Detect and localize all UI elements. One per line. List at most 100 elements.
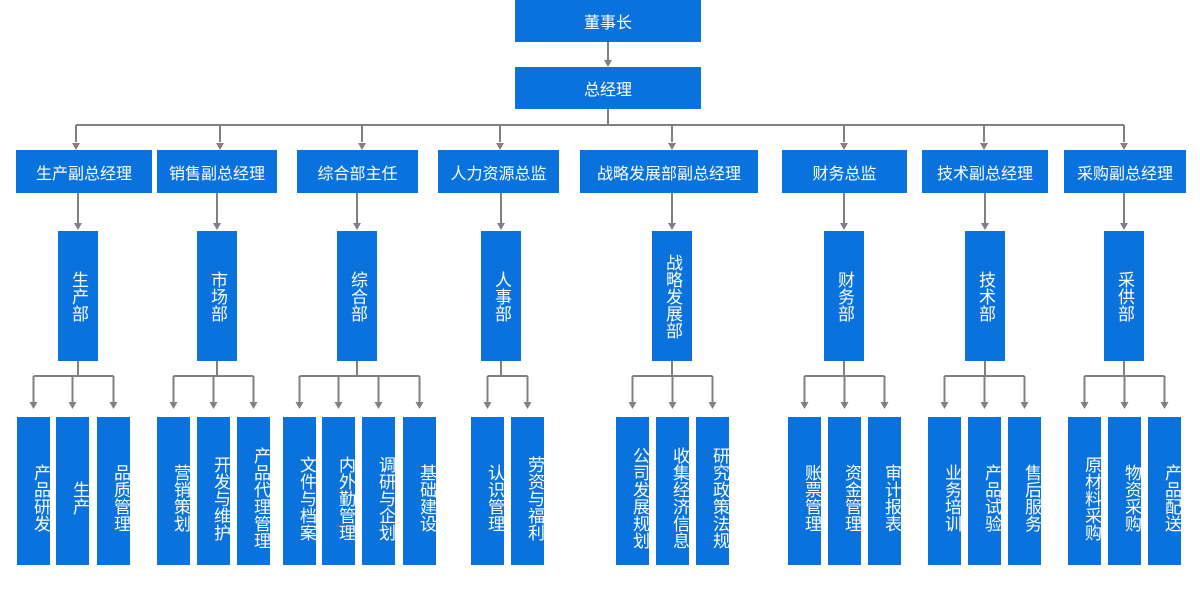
unit-label: 收集经济信息 [669,447,689,549]
arrow-head [880,402,889,409]
arrow-head [523,402,532,409]
manager-label: 销售副总经理 [168,163,265,183]
manager-box: 销售副总经理 [157,150,277,193]
department-box: 战略发展部 [652,231,692,361]
manager-label: 采购副总经理 [1076,163,1173,183]
unit-box: 原材料采购 [1068,417,1101,565]
arrow-head [216,143,224,150]
arrow-head [668,402,677,409]
arrow-head [1020,402,1029,409]
unit-label: 产品研发 [30,464,50,532]
arrow-head [1080,402,1089,409]
manager-box: 战略发展部副总经理 [580,150,758,193]
department-box: 综合部 [337,231,377,361]
unit-label: 调研与企划 [375,455,395,541]
unit-label: 账票管理 [801,464,821,532]
unit-box: 调研与企划 [362,417,395,565]
unit-box: 品质管理 [97,417,130,565]
arrow-head [72,143,80,150]
arrow-head [668,143,676,150]
unit-label: 业务培训 [941,464,961,532]
unit-label: 营销策划 [170,464,190,532]
manager-box: 生产副总经理 [16,150,152,193]
arrow-head [358,143,366,150]
unit-box: 产品配送 [1148,417,1181,565]
arrow-head [840,223,848,230]
manager-box: 综合部主任 [297,150,418,193]
manager-label: 技术副总经理 [936,163,1033,183]
arrow-head [1120,143,1128,150]
general-manager-label: 总经理 [583,80,632,99]
unit-box: 营销策划 [157,417,190,565]
unit-box: 内外勤管理 [322,417,355,565]
arrow-head [668,223,676,230]
arrow-head [708,402,717,409]
unit-label: 文件与档案 [296,455,316,541]
department-box: 技术部 [965,231,1005,361]
arrow-head [980,143,988,150]
unit-label: 产品代理管理 [250,447,270,549]
unit-label: 产品配送 [1161,464,1181,532]
arrow-head [295,402,304,409]
manager-box: 采购副总经理 [1064,150,1186,193]
arrow-head [29,402,38,409]
unit-box: 资金管理 [828,417,861,565]
manager-box: 财务总监 [782,150,907,193]
unit-label: 研究政策法规 [709,447,729,549]
arrow-head [940,402,949,409]
unit-box: 认识管理 [471,417,504,565]
unit-box: 研究政策法规 [696,417,729,565]
department-box: 市场部 [197,231,237,361]
unit-label: 物资采购 [1121,464,1141,532]
arrow-head [249,402,258,409]
general-manager-box: 总经理 [515,67,701,109]
manager-box: 人力资源总监 [438,150,559,193]
arrow-head [483,402,492,409]
department-label: 综合部 [347,270,367,322]
arrow-head [213,223,221,230]
manager-label: 生产副总经理 [35,163,132,183]
unit-label: 售后服务 [1021,464,1041,532]
arrow-head [496,143,504,150]
unit-box: 公司发展规划 [616,417,649,565]
unit-box: 业务培训 [928,417,961,565]
department-label: 技术部 [975,270,995,322]
arrow-head [415,402,424,409]
arrow-head [209,402,218,409]
department-label: 战略发展部 [662,253,682,339]
unit-box: 文件与档案 [283,417,316,565]
department-label: 市场部 [207,270,227,322]
arrow-head [109,402,118,409]
unit-label: 劳资与福利 [524,455,544,541]
unit-label: 基础建设 [416,464,436,532]
unit-label: 内外勤管理 [335,455,355,541]
department-box: 生产部 [58,231,98,361]
unit-box: 产品研发 [17,417,50,565]
manager-label: 战略发展部副总经理 [596,163,741,183]
manager-label: 财务总监 [812,163,877,183]
arrow-head [628,402,637,409]
department-label: 生产部 [68,270,88,322]
department-label: 人事部 [491,270,511,322]
unit-label: 品质管理 [110,464,130,532]
arrow-head [353,223,361,230]
manager-label: 综合部主任 [317,163,398,183]
arrow-head [334,402,343,409]
unit-label: 生产 [69,481,89,515]
unit-label: 产品试验 [981,464,1001,532]
unit-label: 审计报表 [881,464,901,532]
arrow-head [74,223,82,230]
arrow-head [169,402,178,409]
unit-label: 资金管理 [841,464,861,532]
unit-box: 物资采购 [1108,417,1141,565]
unit-box: 产品试验 [968,417,1001,565]
manager-box: 技术副总经理 [922,150,1048,193]
unit-box: 售后服务 [1008,417,1041,565]
arrow-head [981,223,989,230]
arrow-head [840,143,848,150]
department-label: 财务部 [834,270,854,322]
department-box: 人事部 [481,231,521,361]
chairman-box: 董事长 [515,0,701,42]
unit-box: 劳资与福利 [511,417,544,565]
